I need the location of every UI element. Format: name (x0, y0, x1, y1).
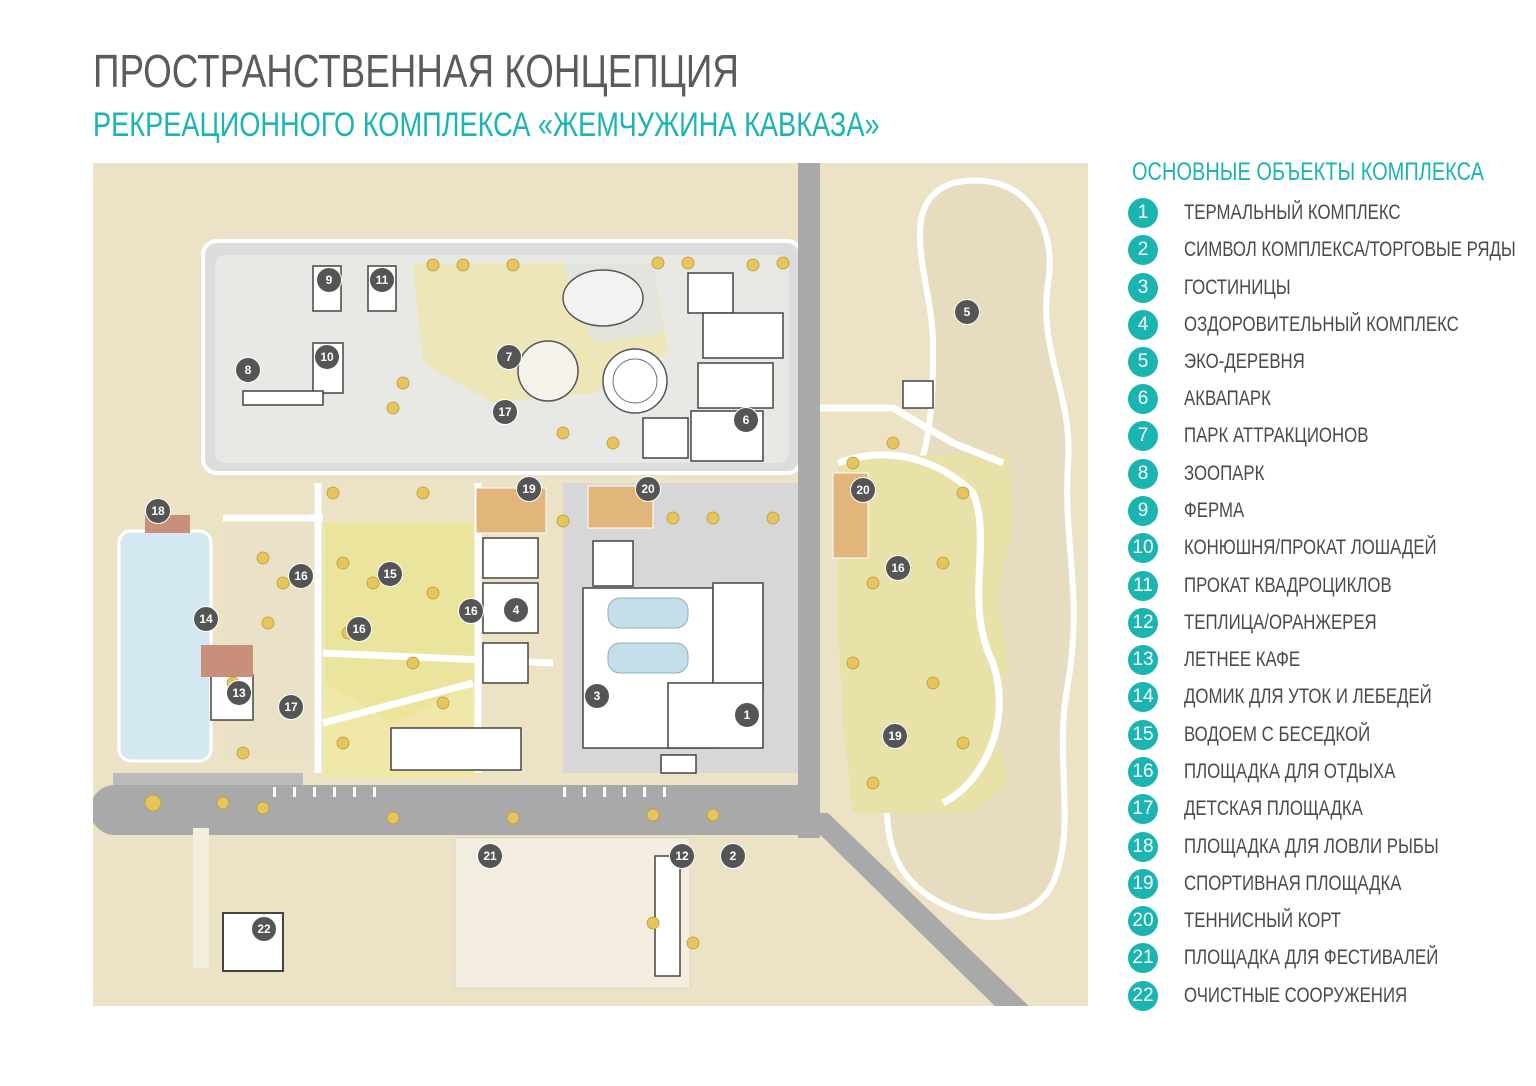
legend-item: 5 ЭКО-ДЕРЕВНЯ (1128, 347, 1335, 377)
site-plan-map[interactable]: 1 2 3 4 5 6 7 8 9 10 11 12 13 14 15 16 1… (93, 163, 1088, 1006)
legend-label: ЛЕТНЕЕ КАФЕ (1184, 648, 1301, 671)
map-marker-16a[interactable]: 16 (288, 563, 314, 589)
map-marker-17b[interactable]: 17 (278, 694, 304, 720)
legend-number-badge: 13 (1128, 645, 1158, 675)
legend-number-badge: 22 (1128, 981, 1158, 1011)
legend-label: ПАРК АТТРАКЦИОНОВ (1184, 424, 1369, 447)
map-marker-20a[interactable]: 20 (635, 476, 661, 502)
legend-item: 15 ВОДОЕМ С БЕСЕДКОЙ (1128, 720, 1417, 750)
legend-item: 17 ДЕТСКАЯ ПЛОЩАДКА (1128, 794, 1408, 824)
legend-number-badge: 19 (1128, 869, 1158, 899)
legend-number-badge: 16 (1128, 757, 1158, 787)
map-marker-8[interactable]: 8 (235, 357, 261, 383)
legend-label: КОНЮШНЯ/ПРОКАТ ЛОШАДЕЙ (1184, 536, 1437, 559)
legend-label: ОЧИСТНЫЕ СООРУЖЕНИЯ (1184, 984, 1408, 1007)
legend-number-badge: 3 (1128, 273, 1158, 303)
legend-label: ТЕННИСНЫЙ КОРТ (1184, 909, 1342, 932)
legend-item: 16 ПЛОЩАДКА ДЛЯ ОТДЫХА (1128, 757, 1448, 787)
map-marker-17a[interactable]: 17 (492, 399, 518, 425)
legend-item: 6 АКВАПАРК (1128, 384, 1293, 414)
legend-title: ОСНОВНЫЕ ОБЪЕКТЫ КОМПЛЕКСА (1132, 158, 1484, 186)
legend-number-badge: 4 (1128, 310, 1158, 340)
legend-number-badge: 6 (1128, 384, 1158, 414)
map-marker-15[interactable]: 15 (377, 561, 403, 587)
map-marker-16d[interactable]: 16 (885, 555, 911, 581)
legend-item: 21 ПЛОЩАДКА ДЛЯ ФЕСТИВАЛЕЙ (1128, 943, 1502, 973)
legend-item: 12 ТЕПЛИЦА/ОРАНЖЕРЕЯ (1128, 608, 1425, 638)
legend-label: ФЕРМА (1184, 499, 1245, 522)
map-marker-12[interactable]: 12 (669, 843, 695, 869)
legend-number-badge: 2 (1128, 235, 1158, 265)
legend-item: 13 ЛЕТНЕЕ КАФЕ (1128, 645, 1329, 675)
map-marker-14[interactable]: 14 (193, 606, 219, 632)
legend-item: 11 ПРОКАТ КВАДРОЦИКЛОВ (1128, 571, 1444, 601)
site-plan-drawing (93, 163, 1088, 1006)
legend-number-badge: 14 (1128, 682, 1158, 712)
legend-label: ОЗДОРОВИТЕЛЬНЫЙ КОМПЛЕКС (1184, 313, 1459, 336)
map-marker-1[interactable]: 1 (734, 702, 760, 728)
legend-item: 18 ПЛОЩАДКА ДЛЯ ЛОВЛИ РЫБЫ (1128, 832, 1502, 862)
map-marker-10[interactable]: 10 (314, 344, 340, 370)
map-marker-16c[interactable]: 16 (458, 598, 484, 624)
legend-number-badge: 1 (1128, 198, 1158, 228)
legend-number-badge: 21 (1128, 943, 1158, 973)
legend-label: АКВАПАРК (1184, 387, 1271, 410)
legend-label: ТЕПЛИЦА/ОРАНЖЕРЕЯ (1184, 611, 1377, 634)
legend-item: 4 ОЗДОРОВИТЕЛЬНЫЙ КОМПЛЕКС (1128, 310, 1528, 340)
legend-number-badge: 8 (1128, 459, 1158, 489)
page-subtitle: РЕКРЕАЦИОННОГО КОМПЛЕКСА «ЖЕМЧУЖИНА КАВК… (93, 106, 880, 144)
legend-number-badge: 20 (1128, 906, 1158, 936)
map-marker-11[interactable]: 11 (369, 267, 395, 293)
legend-label: ТЕРМАЛЬНЫЙ КОМПЛЕКС (1184, 201, 1401, 224)
legend-number-badge: 12 (1128, 608, 1158, 638)
legend-number-badge: 9 (1128, 496, 1158, 526)
map-marker-5[interactable]: 5 (954, 299, 980, 325)
legend-label: ПЛОЩАДКА ДЛЯ ОТДЫХА (1184, 760, 1396, 783)
legend-number-badge: 7 (1128, 421, 1158, 451)
legend-number-badge: 10 (1128, 533, 1158, 563)
legend-label: ЗООПАРК (1184, 462, 1265, 485)
legend-label: ПРОКАТ КВАДРОЦИКЛОВ (1184, 574, 1392, 597)
map-marker-9[interactable]: 9 (316, 267, 342, 293)
map-marker-19b[interactable]: 19 (882, 723, 908, 749)
map-marker-7[interactable]: 7 (496, 344, 522, 370)
legend-item: 2 СИМВОЛ КОМПЛЕКСА/ТОРГОВЫЕ РЯДЫ (1128, 235, 1536, 265)
legend-item: 10 КОНЮШНЯ/ПРОКАТ ЛОШАДЕЙ (1128, 533, 1500, 563)
legend-item: 14 ДОМИК ДЛЯ УТОК И ЛЕБЕДЕЙ (1128, 682, 1494, 712)
legend-item: 19 СПОРТИВНАЯ ПЛОЩАДКА (1128, 869, 1456, 899)
map-marker-19a[interactable]: 19 (516, 476, 542, 502)
legend-label: ДОМИК ДЛЯ УТОК И ЛЕБЕДЕЙ (1184, 685, 1432, 708)
legend-label: ПЛОЩАДКА ДЛЯ ФЕСТИВАЛЕЙ (1184, 946, 1439, 969)
legend-label: ЭКО-ДЕРЕВНЯ (1184, 350, 1305, 373)
legend-number-badge: 17 (1128, 794, 1158, 824)
map-marker-22[interactable]: 22 (251, 916, 277, 942)
map-marker-3[interactable]: 3 (584, 683, 610, 709)
map-marker-18[interactable]: 18 (145, 498, 171, 524)
legend-number-badge: 15 (1128, 720, 1158, 750)
map-marker-6[interactable]: 6 (733, 407, 759, 433)
legend-item: 1 ТЕРМАЛЬНЫЙ КОМПЛЕКС (1128, 198, 1455, 228)
legend-item: 9 ФЕРМА (1128, 496, 1259, 526)
legend-number-badge: 18 (1128, 832, 1158, 862)
legend-label: ПЛОЩАДКА ДЛЯ ЛОВЛИ РЫБЫ (1184, 835, 1439, 858)
legend-number-badge: 5 (1128, 347, 1158, 377)
legend-item: 22 ОЧИСТНЫЕ СООРУЖЕНИЯ (1128, 981, 1463, 1011)
map-marker-2[interactable]: 2 (720, 843, 746, 869)
legend-item: 20 ТЕННИСНЫЙ КОРТ (1128, 906, 1380, 936)
legend-label: СИМВОЛ КОМПЛЕКСА/ТОРГОВЫЕ РЯДЫ (1184, 238, 1516, 261)
legend-label: ДЕТСКАЯ ПЛОЩАДКА (1184, 797, 1363, 820)
map-marker-20b[interactable]: 20 (850, 477, 876, 503)
map-marker-4[interactable]: 4 (503, 597, 529, 623)
legend-label: СПОРТИВНАЯ ПЛОЩАДКА (1184, 872, 1402, 895)
legend-item: 8 ЗООПАРК (1128, 459, 1284, 489)
legend-number-badge: 11 (1128, 571, 1158, 601)
map-marker-16b[interactable]: 16 (346, 616, 372, 642)
page-title: ПРОСТРАНСТВЕННАЯ КОНЦЕПЦИЯ (93, 45, 739, 97)
legend-label: ВОДОЕМ С БЕСЕДКОЙ (1184, 723, 1371, 746)
legend-item: 7 ПАРК АТТРАКЦИОНОВ (1128, 421, 1415, 451)
map-marker-13[interactable]: 13 (226, 680, 252, 706)
map-marker-21[interactable]: 21 (477, 843, 503, 869)
legend-item: 3 ГОСТИНИЦЫ (1128, 273, 1317, 303)
legend-label: ГОСТИНИЦЫ (1184, 276, 1291, 299)
